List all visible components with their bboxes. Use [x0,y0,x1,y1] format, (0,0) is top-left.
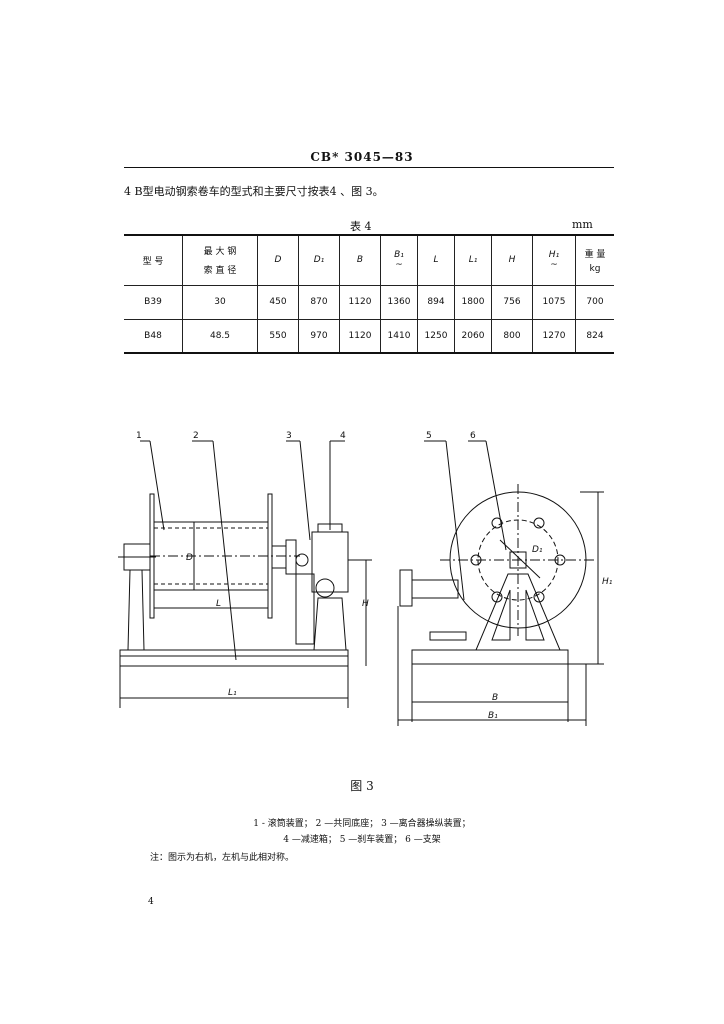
cell-H1: 1075 [532,284,576,320]
dim-label-B: B [492,693,498,703]
cell-D1: 970 [298,318,340,354]
callout-5: 5 [426,431,432,441]
col-B1-line2: ~ [395,260,403,271]
header-rule [124,167,614,168]
flange-hole [533,517,545,529]
cell-weight: 824 [575,318,614,354]
dim-label-D1: D₁ [532,545,543,555]
table-unit: mm [572,218,593,231]
callout-1: 1 [136,431,142,441]
page-number: 4 [148,897,154,907]
dim-label-B1: B₁ [488,711,498,721]
col-B1: B₁ ~ [380,234,418,286]
figure-note: 注：图示为右机，左机与此相对称。 [150,853,295,863]
col-weight-line1: 重 量 [584,249,606,260]
legend-line-2: 4 —减速箱； 5 —刹车装置； 6 —支架 [283,835,441,845]
table-header-row: 型 号 最 大 钢 索 直 径 D D₁ B B₁ ~ L L₁ H H₁ ~ … [124,234,614,286]
callout-4: 4 [340,431,346,441]
callout-3: 3 [286,431,292,441]
flange-hole [533,591,545,603]
cell-model: B48 [124,318,183,354]
flange-hole [491,517,503,529]
table-caption: 表 4 [350,220,372,233]
col-L: L [417,234,455,286]
cell-D: 450 [257,284,299,320]
col-H1-line1: H₁ [548,250,560,261]
col-weight: 重 量 kg [575,234,614,286]
col-H: H [491,234,533,286]
cell-rope: 48.5 [182,318,258,354]
cell-H1: 1270 [532,318,576,354]
cell-B: 1120 [339,284,381,320]
table-row: B39 30 450 870 1120 1360 894 1800 756 10… [124,284,614,320]
col-D: D [257,234,299,286]
col-model: 型 号 [124,234,183,286]
col-rope-diameter: 最 大 钢 索 直 径 [182,234,258,286]
clutch-stand [295,573,315,645]
clutch-lever-knob [295,553,309,567]
flange-hole [491,591,503,603]
col-rope-line1: 最 大 钢 [203,247,237,258]
dim-D1-line [499,539,541,579]
winch-front-view [118,440,372,708]
callout-2: 2 [193,431,199,441]
col-H1: H₁ ~ [532,234,576,286]
cell-weight: 700 [575,284,614,320]
brake-band [411,579,459,599]
col-H1-line2: ~ [550,260,558,271]
brake-drum [399,569,413,607]
intro-text: 4 B型电动钢索卷车的型式和主要尺寸按表4 、图 3。 [124,185,384,198]
left-pedestal [127,569,145,651]
standard-code-header: CB* 3045—83 [310,150,414,164]
col-weight-line2: kg [589,263,601,274]
callout-6: 6 [470,431,476,441]
col-rope-line2: 索 直 径 [203,266,237,277]
dim-label-H: H [362,599,369,609]
winch-side-view [397,440,604,726]
cell-B1: 1410 [380,318,418,354]
gearbox-pedestal [313,597,347,651]
col-B1-line1: B₁ [394,250,404,261]
side-base [411,649,569,665]
dim-label-L: L [216,599,221,609]
legend-line-1: 1 - 滚筒装置； 2 —共同底座； 3 —离合器操纵装置； [253,819,471,829]
dimensions-table: 型 号 最 大 钢 索 直 径 D D₁ B B₁ ~ L L₁ H H₁ ~ … [124,234,614,354]
dim-label-H1: H₁ [602,577,613,587]
gearbox-wheel [315,578,335,598]
dim-label-L1: L₁ [228,688,237,698]
base-frame [119,649,349,667]
side-bearing [509,551,527,569]
cell-B: 1120 [339,318,381,354]
clutch-housing [271,545,287,569]
table-row: B48 48.5 550 970 1120 1410 1250 2060 800… [124,318,614,354]
figure-caption: 图 3 [350,779,374,793]
cell-H: 756 [491,284,533,320]
dim-label-D: D [186,553,193,563]
